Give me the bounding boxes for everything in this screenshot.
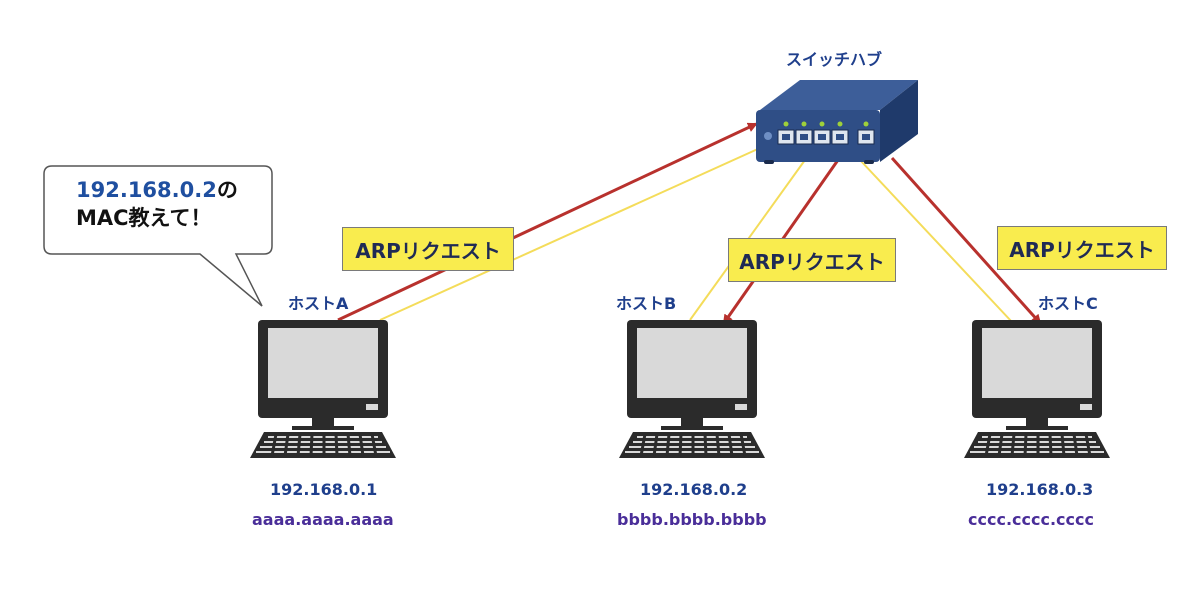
arp-request-label-a: ARPリクエスト xyxy=(342,227,514,271)
host-a-label: ホストA xyxy=(288,294,349,313)
host-b-ip: 192.168.0.2 xyxy=(640,480,748,499)
host-b-label: ホストB xyxy=(616,294,677,313)
arp-arrow-a-to-hub xyxy=(337,122,758,322)
arp-request-label-b: ARPリクエスト xyxy=(728,238,896,282)
arp-request-label-c: ARPリクエスト xyxy=(997,226,1167,270)
host-a-mac: aaaa.aaaa.aaaa xyxy=(252,510,394,529)
host-c-ip: 192.168.0.3 xyxy=(986,480,1094,499)
host-a-ip: 192.168.0.1 xyxy=(270,480,378,499)
computer-c-icon xyxy=(962,318,1112,460)
computer-a-icon xyxy=(248,318,398,460)
computer-b-icon xyxy=(617,318,767,460)
bubble-ip: 192.168.0.2 xyxy=(76,178,217,202)
host-c-mac: cccc.cccc.cccc xyxy=(968,510,1094,529)
link-line-c xyxy=(859,159,1013,323)
hub-label: スイッチハブ xyxy=(786,50,883,69)
arp-arrow-hub-to-c xyxy=(890,156,1042,325)
host-b-mac: bbbb.bbbb.bbbb xyxy=(617,510,767,529)
host-c-label: ホストC xyxy=(1038,294,1098,313)
bubble-line-1: 192.168.0.2の xyxy=(76,176,238,204)
speech-bubble xyxy=(43,165,273,307)
link-line-a xyxy=(379,147,761,321)
bubble-suffix: の xyxy=(216,178,238,202)
bubble-line-2: MAC教えて！ xyxy=(76,206,212,230)
switch-hub-icon xyxy=(756,80,918,164)
